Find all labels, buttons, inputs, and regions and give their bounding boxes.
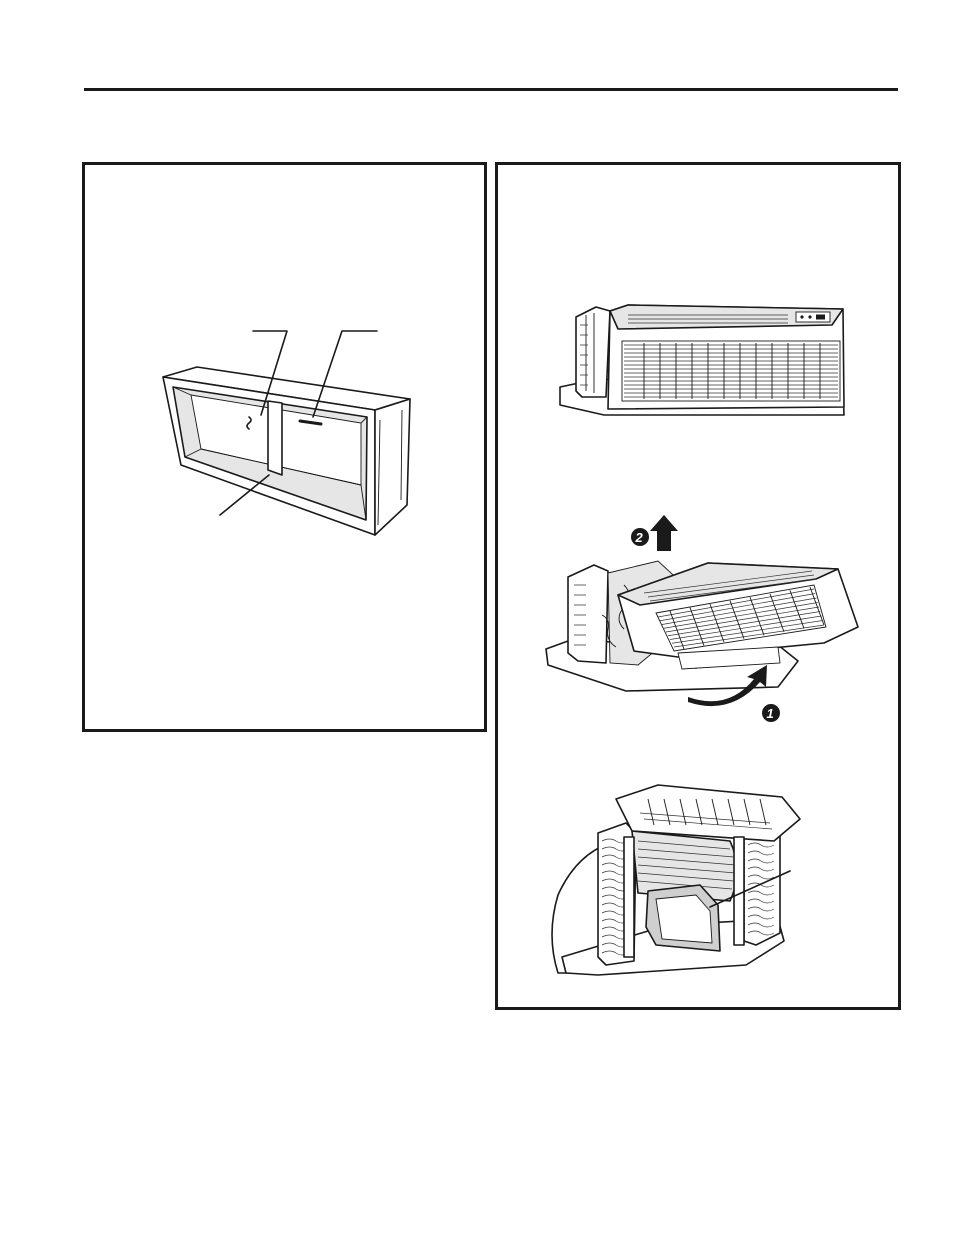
front-cover-removal-figure-panel: 2 1 <box>495 162 901 1010</box>
wall-sleeve-figure-panel <box>82 162 487 732</box>
wall-sleeve-illustration <box>162 330 411 536</box>
step-1-badge: 1 <box>762 704 780 722</box>
step-2-number: 2 <box>635 530 644 545</box>
ptac-unit-assembled-drawing <box>559 304 845 416</box>
front-cover-removal-illustration: 2 1 <box>545 304 859 976</box>
step-1-number: 1 <box>767 706 774 721</box>
unit-interior-chassis-drawing <box>551 784 801 976</box>
header-rule <box>84 88 898 91</box>
front-cover-removal-drawing: 2 1 <box>545 515 859 722</box>
step-2-badge: 2 <box>631 528 649 546</box>
